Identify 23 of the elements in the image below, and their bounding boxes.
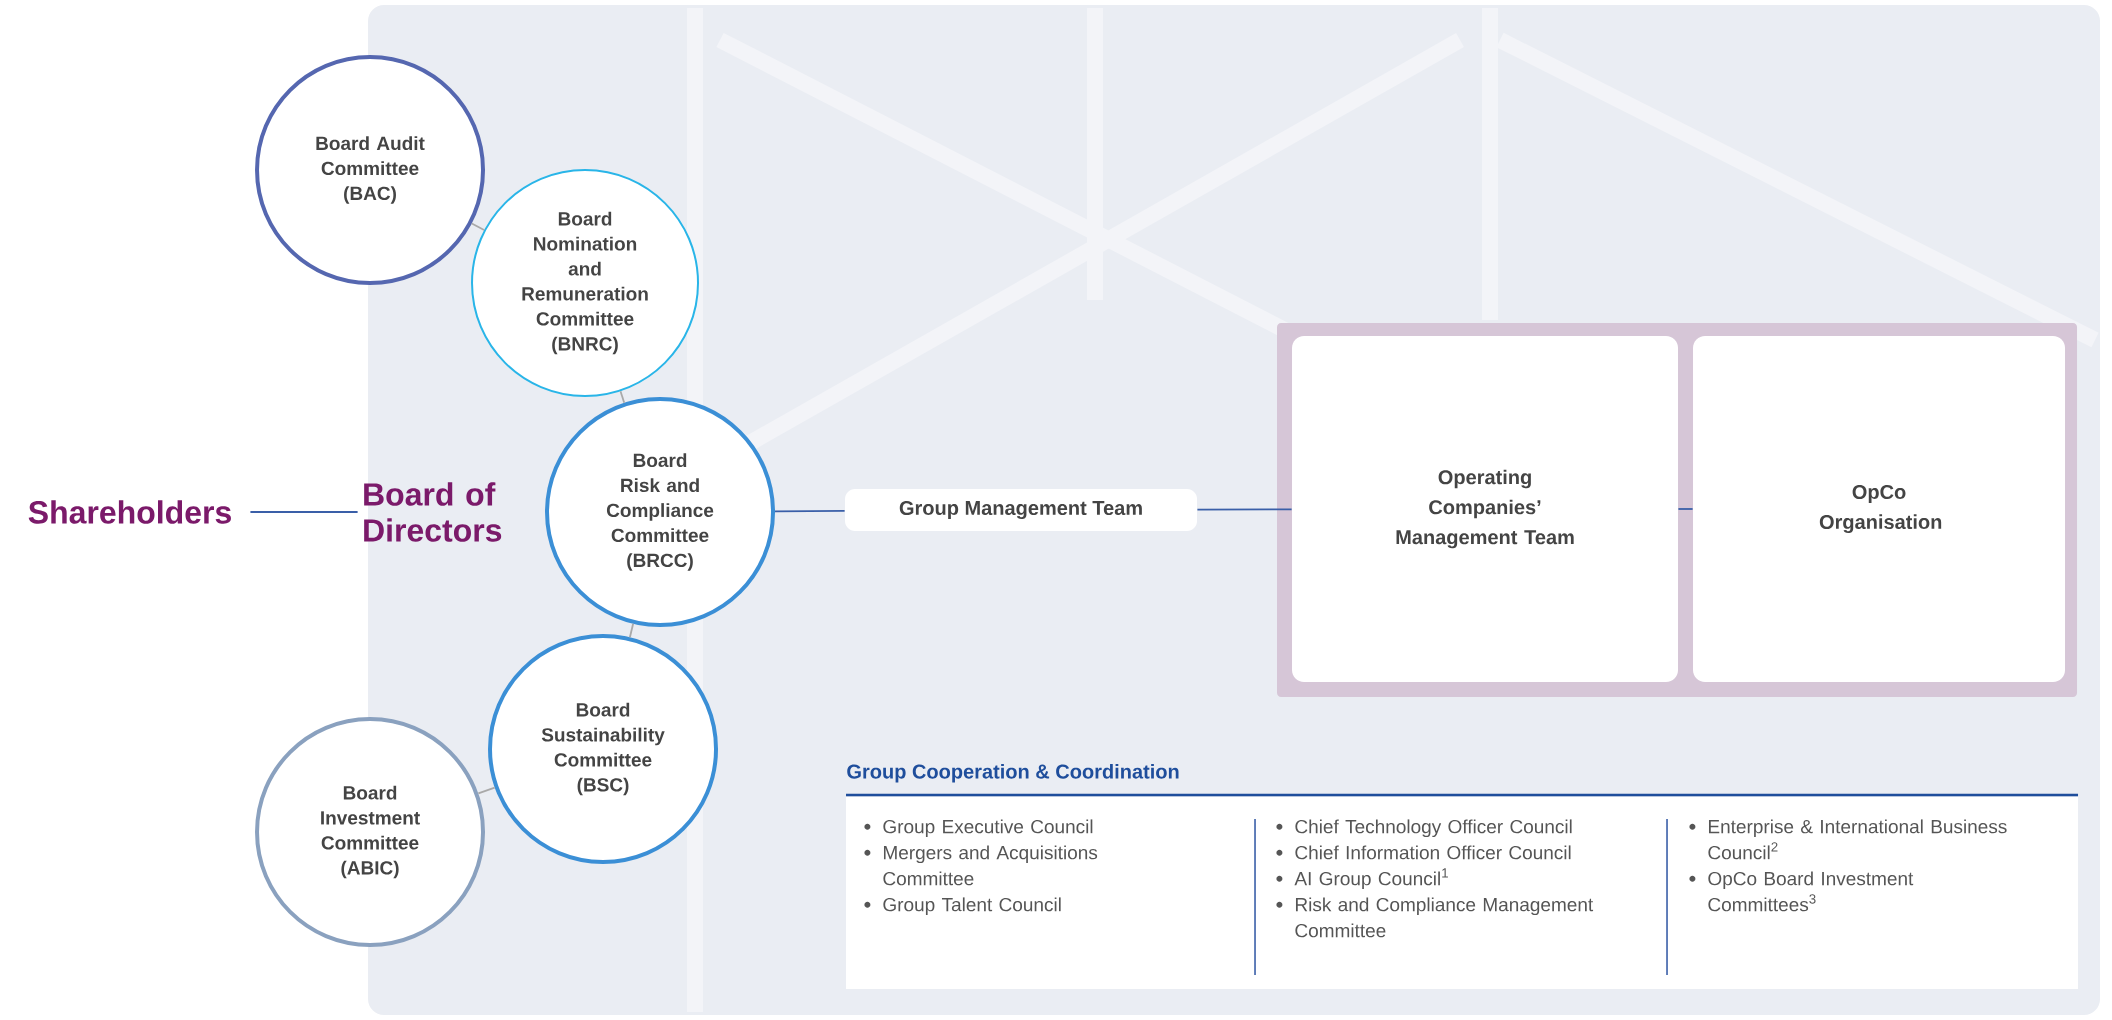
connector-line xyxy=(470,222,485,231)
list-item: Enterprise & International Business Council$^{2}$ xyxy=(1708,819,2007,860)
list-item: OpCo Board Investment Committees$^{3}$ xyxy=(1708,871,1914,912)
connector-line xyxy=(619,390,626,404)
panel-heading: Group Cooperation & Coordination xyxy=(847,763,1179,783)
team-box: Group Management Team xyxy=(845,489,1197,531)
team-box: Operating Companies’ Management Team xyxy=(1292,336,1678,682)
connector-line xyxy=(477,786,496,795)
connector-line xyxy=(1196,508,1293,511)
list-item: Group Talent Council xyxy=(883,897,1061,916)
connector-line xyxy=(249,511,359,513)
list-item: AI Group Council$^{1}$ xyxy=(1294,868,1448,890)
heading-text: Shareholders xyxy=(28,500,231,524)
list-item: Group Executive Council xyxy=(883,819,1093,838)
connector-line xyxy=(774,510,846,513)
team-box: OpCo Organisation xyxy=(1693,336,2066,682)
connector-line xyxy=(1677,508,1694,510)
list-item: Chief Information Officer Council xyxy=(1295,845,1571,860)
connector-line xyxy=(629,622,635,639)
list-item: Chief Technology Officer Council xyxy=(1295,819,1572,838)
heading-text: Board of Directors xyxy=(364,482,502,542)
list-item: Mergers and Acquisitions Committee xyxy=(883,845,1098,886)
list-item: Risk and Compliance Management Committee xyxy=(1295,897,1594,938)
